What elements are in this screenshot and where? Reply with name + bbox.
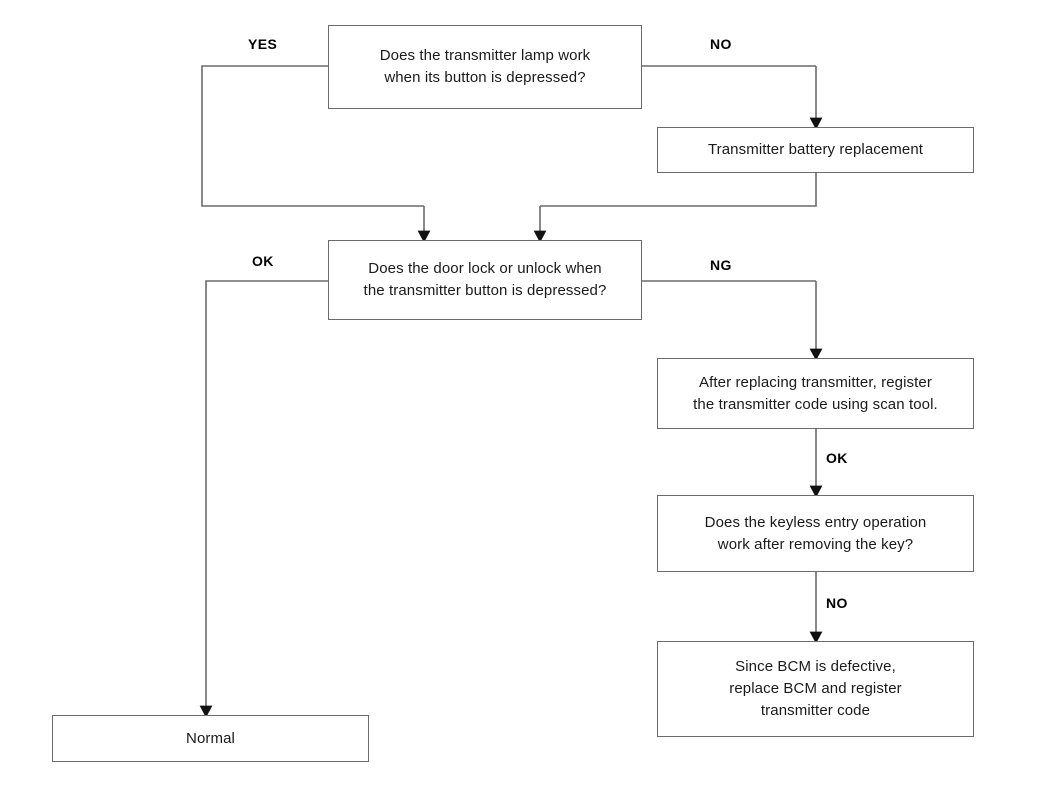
node-text: Since BCM is defective, replace BCM and … (729, 658, 902, 719)
node-replace-bcm: Since BCM is defective, replace BCM and … (657, 641, 974, 737)
node-text: Does the keyless entry operation work af… (704, 513, 927, 553)
edge-label-ok-register: OK (826, 450, 848, 466)
node-transmitter-lamp-question: Does the transmitter lamp work when its … (328, 25, 642, 109)
node-text: Does the door lock or unlock when the tr… (363, 260, 607, 299)
node-transmitter-battery-replacement: Transmitter battery replacement (657, 127, 974, 173)
node-replace-transmitter-register-code: After replacing transmitter, register th… (657, 358, 974, 429)
edge-label-ok-door-lock: OK (252, 253, 274, 269)
edge-label-ng: NG (710, 257, 732, 273)
edge-label-yes: YES (248, 36, 278, 52)
edge-ok1 (205, 280, 328, 700)
node-text: Does the transmitter lamp work when its … (379, 47, 591, 86)
edge-label-no-lamp: NO (710, 36, 732, 52)
node-text: After replacing transmitter, register th… (693, 373, 938, 413)
edge-yes (201, 65, 424, 207)
node-text: Normal (186, 729, 235, 747)
node-door-lock-question: Does the door lock or unlock when the tr… (328, 240, 642, 320)
node-keyless-entry-question: Does the keyless entry operation work af… (657, 495, 974, 572)
node-text: Transmitter battery replacement (707, 141, 924, 159)
node-normal: Normal (52, 715, 369, 762)
edge-battery-to-q2 (540, 173, 817, 207)
edge-label-no-keyless: NO (826, 595, 848, 611)
